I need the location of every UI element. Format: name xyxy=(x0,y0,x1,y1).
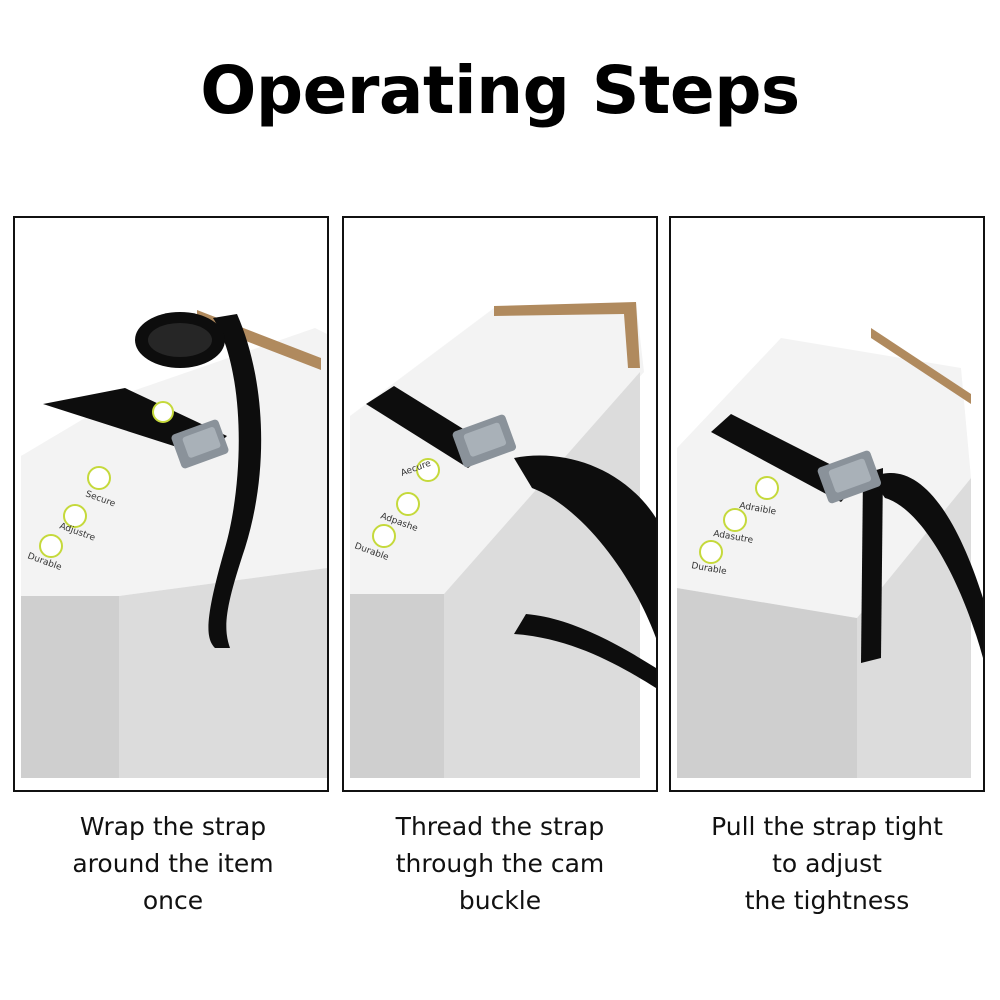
box-cardboard-edge xyxy=(871,328,971,404)
caption-line: buckle xyxy=(458,886,542,915)
badge-icon xyxy=(723,508,747,532)
step-1-panel: Secure Adjustre Durable xyxy=(13,216,329,792)
step-3-panel: Adraible Adasutre Durable xyxy=(669,216,985,792)
box-cardboard-edge xyxy=(494,302,640,368)
step-2-panel: Aecure Adpashe Durable xyxy=(342,216,658,792)
caption-line: Pull the strap tight xyxy=(711,812,943,841)
box-front xyxy=(677,588,857,778)
box-top xyxy=(21,328,327,596)
badge-icon xyxy=(152,401,174,423)
step-1-illustration: Secure Adjustre Durable xyxy=(21,310,327,778)
caption-line: to adjust xyxy=(772,849,882,878)
caption-line: Thread the strap xyxy=(395,812,605,841)
badge-icon xyxy=(396,492,420,516)
caption-line: the tightness xyxy=(744,886,910,915)
box-front xyxy=(21,596,119,778)
strap-loop xyxy=(208,314,262,648)
caption-line: around the item xyxy=(72,849,274,878)
step-2-caption: Thread the strap through the cam buckle xyxy=(340,808,660,919)
box-front xyxy=(350,594,444,778)
strap-loose xyxy=(514,455,656,638)
page-title: Operating Steps xyxy=(200,52,800,129)
step-3-illustration: Adraible Adasutre Durable xyxy=(677,328,983,778)
box-side xyxy=(119,568,327,778)
strap-under xyxy=(514,614,656,688)
badge-icon xyxy=(39,534,63,558)
badge-icon xyxy=(699,540,723,564)
caption-line: through the cam xyxy=(395,849,605,878)
caption-line: Wrap the strap xyxy=(79,812,267,841)
badge-icon xyxy=(63,504,87,528)
badge-icon xyxy=(87,466,111,490)
step-2-illustration: Aecure Adpashe Durable xyxy=(350,302,656,778)
badge-icon xyxy=(416,458,440,482)
badge-icon xyxy=(372,524,396,548)
strap-tail xyxy=(871,473,983,658)
step-1-caption: Wrap the strap around the item once xyxy=(13,808,333,919)
badge-icon xyxy=(755,476,779,500)
step-3-caption: Pull the strap tight to adjust the tight… xyxy=(667,808,987,919)
caption-line: once xyxy=(142,886,204,915)
strap-vertical xyxy=(861,468,883,663)
